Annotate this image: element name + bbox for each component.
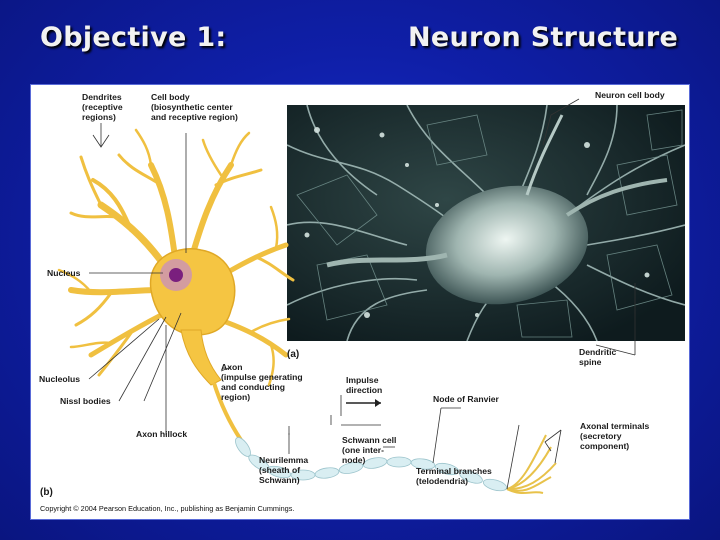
label-nissl-bodies: Nissl bodies [60,396,111,406]
electron-micrograph [287,105,685,341]
label-terminal-branches: Terminal branches (telodendria) [416,466,492,486]
label-cell-body: Cell body (biosynthetic center and recep… [151,92,238,122]
label-panel-a: (a) [287,349,300,360]
label-panel-b: (b) [40,487,53,498]
label-nucleolus: Nucleolus [39,374,81,384]
nucleolus-shape [169,268,183,282]
leader-lines [88,98,636,490]
label-axon: Axon (impulse generating and conducting … [221,362,303,402]
label-nucleus: Nucleus [47,268,81,278]
myelin-sheath [235,437,508,492]
label-node-of-ranvier: Node of Ranvier [433,394,499,404]
label-dendritic-spine: Dendritic spine [579,347,617,367]
label-axonal-terminals: Axonal terminals (secretory component) [580,421,650,451]
label-neurilemma: Neurilemma (sheath of Schwann) [259,455,309,485]
label-neuron-cell-body: Neuron cell body [595,90,665,100]
label-impulse-direction: Impulse direction [346,375,383,395]
copyright-notice: Copyright © 2004 Pearson Education, Inc.… [40,504,295,513]
label-schwann-cell: Schwann cell (one inter- node) [342,435,397,465]
slide-title-objective: Objective 1: [40,22,227,53]
neuron-diagram [57,98,636,494]
slide-title-topic: Neuron Structure [408,22,679,53]
label-dendrites: Dendrites (receptive regions) [82,92,123,122]
micrograph-drawing [287,105,685,341]
axon-hillock-shape [180,329,222,386]
label-axon-hillock: Axon hillock [136,429,188,439]
neuron-figure: Dendrites (receptive regions) Cell body … [30,84,690,520]
telodendria [506,434,557,494]
